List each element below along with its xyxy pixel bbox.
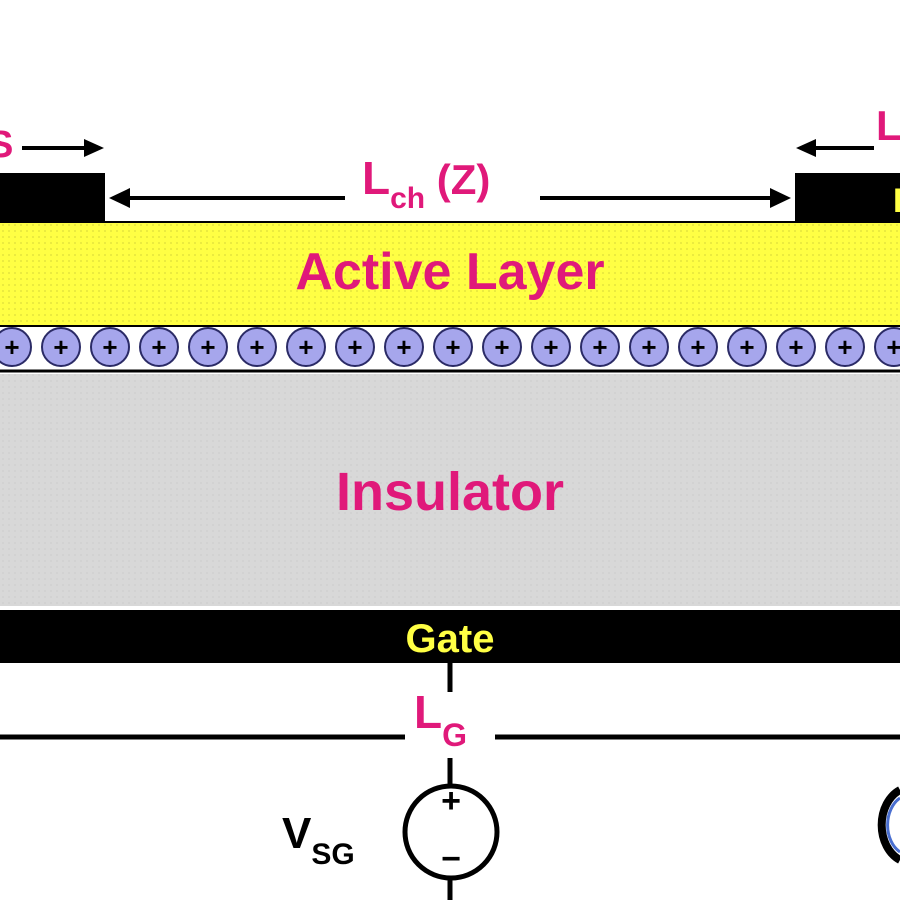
- positive-charge: +: [580, 327, 620, 367]
- positive-charge-symbol: +: [837, 332, 852, 362]
- positive-charge-symbol: +: [739, 332, 754, 362]
- positive-charge: +: [188, 327, 228, 367]
- positive-charge-symbol: +: [102, 332, 117, 362]
- positive-charge-symbol: +: [641, 332, 656, 362]
- positive-charge-symbol: +: [543, 332, 558, 362]
- positive-charge-symbol: +: [151, 332, 166, 362]
- positive-charge: +: [237, 327, 277, 367]
- positive-charge-symbol: +: [200, 332, 215, 362]
- positive-charge-symbol: +: [690, 332, 705, 362]
- positive-charge: +: [0, 327, 32, 367]
- active-layer-label: Active Layer: [295, 243, 604, 301]
- drain-contact-label: D: [893, 182, 900, 220]
- voltage-source-plus: +: [441, 782, 461, 820]
- source-gate-voltage-label: VSG: [282, 809, 355, 871]
- positive-charge: +: [41, 327, 81, 367]
- positive-charge-symbol: +: [4, 332, 19, 362]
- drain-length-arrow: [796, 139, 874, 157]
- positive-charge: +: [286, 327, 326, 367]
- positive-charge: +: [776, 327, 816, 367]
- channel-length-label: Lch (Z): [362, 152, 490, 215]
- gate-lead-length-label: LG: [414, 686, 467, 753]
- source-length-label: S: [0, 124, 13, 166]
- drain-length-label: L: [876, 102, 900, 149]
- positive-charge-symbol: +: [396, 332, 411, 362]
- positive-charge-symbol: +: [494, 332, 509, 362]
- drain-contact: [795, 173, 900, 223]
- positive-charge: +: [629, 327, 669, 367]
- positive-charge-symbol: +: [445, 332, 460, 362]
- positive-charge: +: [90, 327, 130, 367]
- positive-charge-symbol: +: [298, 332, 313, 362]
- source-contact: [0, 173, 105, 223]
- insulator-label: Insulator: [336, 462, 564, 522]
- charge-row: + + + + + + + + + + + + + + + + + + +: [0, 327, 900, 367]
- right-partial-source: [877, 786, 900, 864]
- positive-charge-symbol: +: [53, 332, 68, 362]
- positive-charge-symbol: +: [592, 332, 607, 362]
- voltage-source-minus: −: [441, 840, 461, 878]
- positive-charge-symbol: +: [347, 332, 362, 362]
- channel-length-arrow: [109, 188, 791, 208]
- positive-charge: +: [874, 327, 900, 367]
- positive-charge-symbol: +: [249, 332, 264, 362]
- source-length-arrow: [22, 139, 104, 157]
- positive-charge: +: [678, 327, 718, 367]
- positive-charge: +: [727, 327, 767, 367]
- positive-charge: +: [531, 327, 571, 367]
- gate-electrode: [0, 610, 900, 663]
- positive-charge: +: [482, 327, 522, 367]
- positive-charge: +: [384, 327, 424, 367]
- positive-charge: +: [433, 327, 473, 367]
- positive-charge: +: [139, 327, 179, 367]
- positive-charge-symbol: +: [886, 332, 900, 362]
- positive-charge-symbol: +: [788, 332, 803, 362]
- gate-label: Gate: [406, 617, 495, 661]
- positive-charge: +: [335, 327, 375, 367]
- positive-charge: +: [825, 327, 865, 367]
